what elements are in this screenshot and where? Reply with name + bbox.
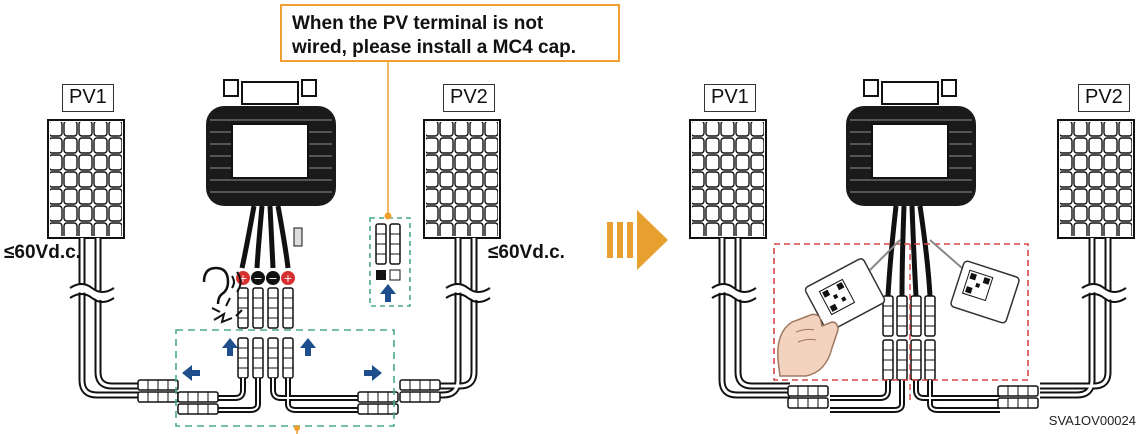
mc4-cap-callout: When the PV terminal is not wired, pleas… <box>280 4 620 62</box>
left-scene: + − − + <box>47 62 501 434</box>
ear-icon <box>202 266 242 305</box>
pv1-label: PV1 <box>62 84 114 112</box>
up-arrow-icon <box>380 284 396 302</box>
figure-code: SVA1OV00024 <box>1048 413 1136 428</box>
svg-text:−: − <box>268 272 277 285</box>
svg-text:+: + <box>283 272 292 285</box>
pv1-cable <box>78 238 140 399</box>
pv2-voltage-label: ≤60Vd.c. <box>488 242 565 263</box>
qr-tag-icon <box>929 239 1020 324</box>
solar-panel-icon <box>47 119 125 239</box>
solar-panel-icon <box>423 119 501 239</box>
qr-tag-icon <box>804 239 901 332</box>
up-arrow-icon <box>222 338 238 356</box>
right-pv2-label: PV2 <box>1078 84 1130 112</box>
solar-panel-icon <box>1057 119 1135 239</box>
svg-text:−: − <box>253 272 262 285</box>
mc4-connector-icon <box>137 379 179 391</box>
callout-line-1: When the PV terminal is not <box>292 13 544 34</box>
right-arrow-icon <box>364 365 382 381</box>
spark-icon <box>211 297 243 324</box>
arrow-right-icon <box>607 210 668 270</box>
pv2-label: PV2 <box>443 84 495 112</box>
left-arrow-icon <box>182 365 200 381</box>
connection-zone-outline <box>175 329 395 427</box>
svg-text:+: + <box>238 272 247 285</box>
right-pv1-label: PV1 <box>704 84 756 112</box>
mc4-connector-icon <box>882 295 936 381</box>
solar-panel-icon <box>689 119 767 239</box>
callout-line-2: wired, please install a MC4 cap. <box>292 37 577 58</box>
tagging-zone-outline <box>773 243 1029 381</box>
right-scene <box>689 79 1135 413</box>
inverter-icon <box>205 79 337 207</box>
pv1-voltage-label: ≤60Vd.c. <box>4 242 81 263</box>
up-arrow-icon <box>300 338 316 356</box>
hand-icon <box>777 313 839 377</box>
mc4-cap-icon <box>375 223 401 281</box>
inverter-icon <box>845 79 977 207</box>
mc4-connector-icon <box>237 287 294 379</box>
